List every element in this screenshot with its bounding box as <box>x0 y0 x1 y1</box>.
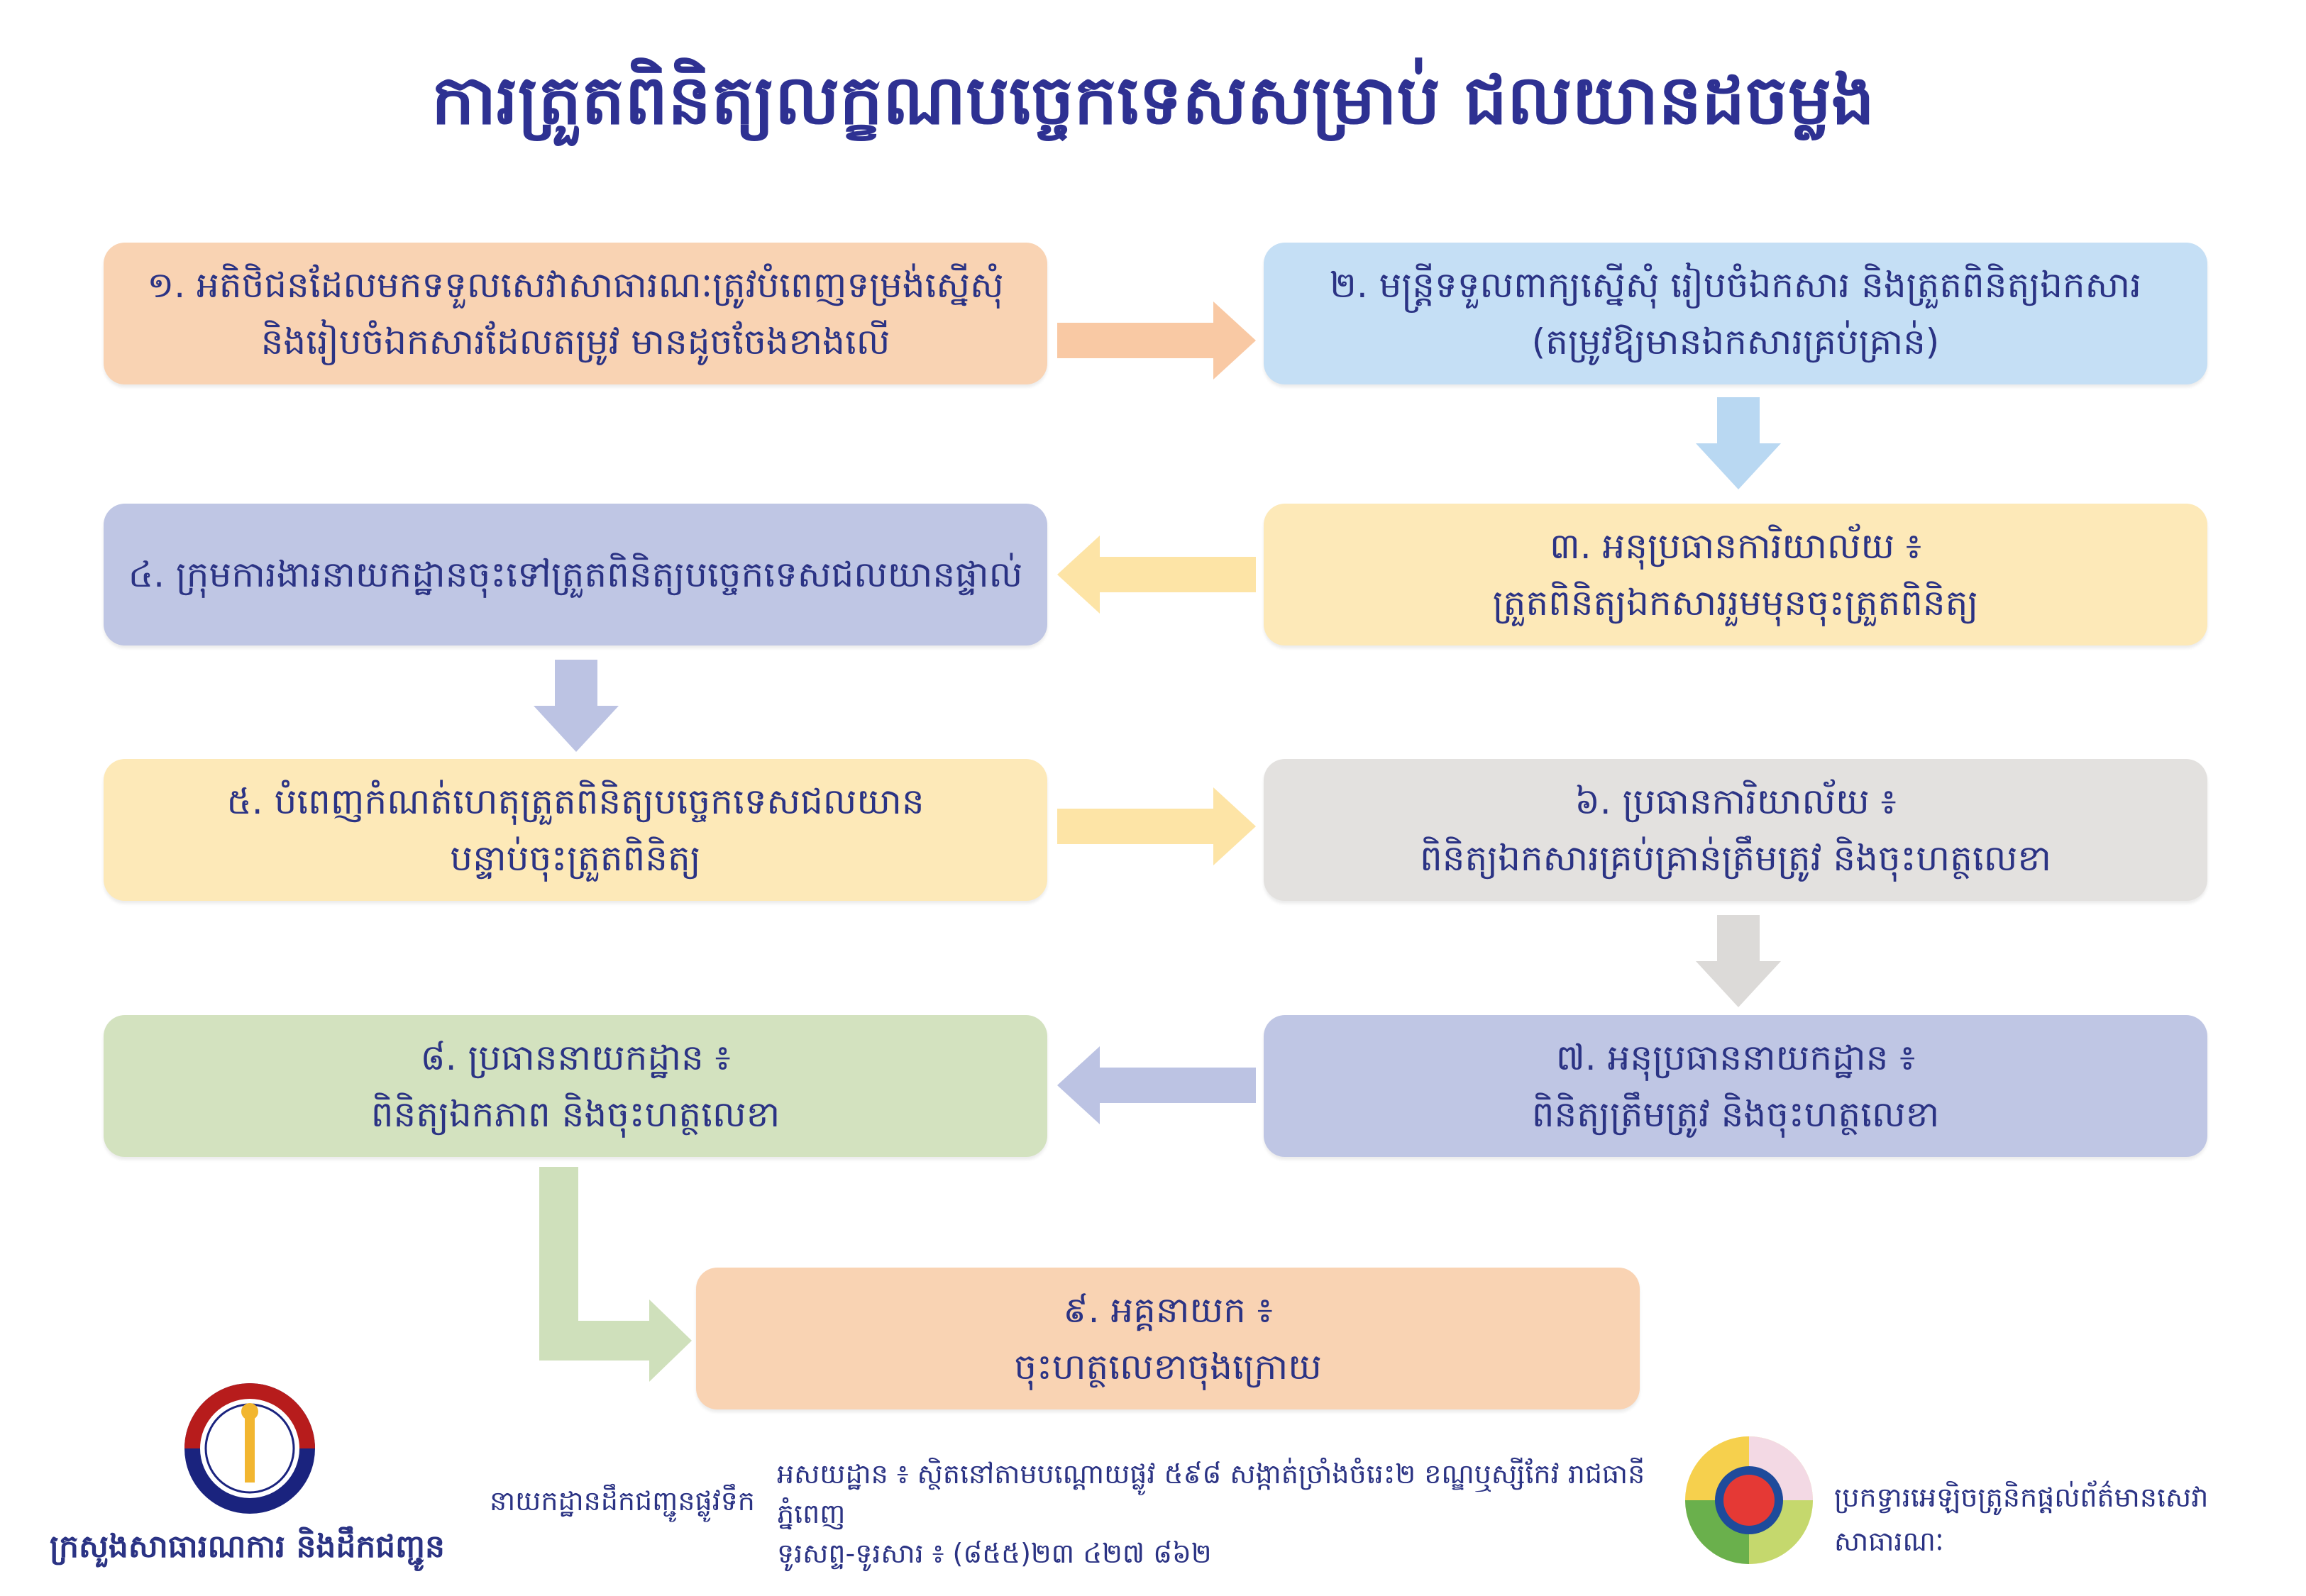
step-8-box: ៨. ប្រធាននាយកដ្ឋាន ៖ ពិនិត្យឯកភាព និងចុះ… <box>104 1015 1047 1157</box>
step-5-line2: បន្ទាប់ចុះត្រួតពិនិត្យ <box>450 838 701 879</box>
step-7-box: ៧. អនុប្រធាននាយកដ្ឋាន ៖ ពិនិត្យត្រឹមត្រូ… <box>1264 1015 2207 1157</box>
page-title: ការត្រួតពិនិត្យលក្ខណបច្ចេកទេសសម្រាប់ ជលយ… <box>431 60 1875 140</box>
portal-logo <box>1685 1436 1813 1564</box>
step-9-line2: ចុះហត្ថលេខាចុងក្រោយ <box>1014 1346 1322 1387</box>
arrow-right-1-2 <box>1057 301 1256 379</box>
step-3-line1: ៣. អនុប្រធានការិយាល័យ ៖ <box>1550 526 1921 567</box>
step-6-box: ៦. ប្រធានការិយាល័យ ៖ ពិនិត្យឯកសារគ្រប់គ្… <box>1264 759 2207 901</box>
phone-text: ទូរសព្ទ-ទូរសារ ៖ (៨៥៥)២៣ ៤២៧ ៨៦២ <box>777 1538 1212 1569</box>
arrow-elbow-8-9 <box>539 1167 692 1382</box>
step-5-box: ៥. បំពេញកំណត់ហេតុត្រួតពិនិត្យបច្ចេកទេសជល… <box>104 759 1047 901</box>
step-4-line1: ៤. ក្រុមការងារនាយកដ្ឋានចុះទៅត្រួតពិនិត្យ… <box>128 554 1023 595</box>
step-7-line2: ពិនិត្យត្រឹមត្រូវ និងចុះហត្ថលេខា <box>1531 1094 1940 1135</box>
step-8-line2: ពិនិត្យឯកភាព និងចុះហត្ថលេខា <box>370 1094 780 1135</box>
step-1-line2: និងរៀបចំឯកសារដែលតម្រូវ មានដូចចែងខាងលើ <box>260 321 890 362</box>
step-2-box: ២. មន្ត្រីទទួលពាក្យស្នើសុំ រៀបចំឯកសារ និ… <box>1264 243 2207 384</box>
step-8-line1: ៨. ប្រធាននាយកដ្ឋាន ៖ <box>420 1037 731 1078</box>
ministry-name: ក្រសួងសាធារណការ និងដឹកជញ្ជូន <box>50 1529 445 1565</box>
step-5-line1: ៥. បំពេញកំណត់ហេតុត្រួតពិនិត្យបច្ចេកទេសជល… <box>226 781 925 822</box>
step-9-line1: ៩. អគ្គនាយក ៖ <box>1063 1290 1273 1331</box>
ministry-logo <box>184 1383 315 1514</box>
step-1-line1: ១. អតិថិជនដែលមកទទួលសេវាសាធារណៈត្រូវបំពេញ… <box>147 265 1004 306</box>
arrow-down-4-5 <box>534 660 619 752</box>
step-4-box: ៤. ក្រុមការងារនាយកដ្ឋានចុះទៅត្រួតពិនិត្យ… <box>104 504 1047 645</box>
arrow-left-7-8 <box>1057 1046 1256 1124</box>
step-3-box: ៣. អនុប្រធានការិយាល័យ ៖ ត្រួតពិនិត្យឯកសា… <box>1264 504 2207 645</box>
arrow-right-5-6 <box>1057 787 1256 865</box>
step-7-line1: ៧. អនុប្រធាននាយកដ្ឋាន ៖ <box>1555 1037 1916 1078</box>
portal-text: ប្រកទ្វារអេឡិចត្រូនិកផ្ដល់ព័ត៌មានសេវាសាធ… <box>1834 1482 2209 1557</box>
department-name: នាយកដ្ឋានដឹកជញ្ជូនផ្លូវទឹក <box>490 1485 755 1517</box>
arrow-down-6-7 <box>1696 915 1781 1007</box>
address-text: អសយដ្ឋាន ៖ ស្ថិតនៅតាមបណ្តោយផ្លូវ ៥៩៨ សង្… <box>777 1458 1645 1529</box>
step-3-line2: ត្រួតពិនិត្យឯកសាររួមមុនចុះត្រួតពិនិត្យ <box>1492 582 1979 624</box>
step-2-line1: ២. មន្ត្រីទទួលពាក្យស្នើសុំ រៀបចំឯកសារ និ… <box>1330 265 2141 306</box>
step-1-box: ១. អតិថិជនដែលមកទទួលសេវាសាធារណៈត្រូវបំពេញ… <box>104 243 1047 384</box>
contact-block: អសយដ្ឋាន ៖ ស្ថិតនៅតាមបណ្តោយផ្លូវ ៥៩៨ សង្… <box>777 1454 1657 1573</box>
arrow-left-3-4 <box>1057 536 1256 614</box>
step-6-line2: ពិនិត្យឯកសារគ្រប់គ្រាន់ត្រឹមត្រូវ និងចុះ… <box>1420 838 2051 879</box>
step-9-box: ៩. អគ្គនាយក ៖ ចុះហត្ថលេខាចុងក្រោយ <box>696 1268 1640 1409</box>
step-2-line2: (តម្រូវឱ្យមានឯកសារគ្រប់គ្រាន់) <box>1531 321 1940 362</box>
step-6-line1: ៦. ប្រធានការិយាល័យ ៖ <box>1574 781 1897 822</box>
arrow-down-2-3 <box>1696 397 1781 489</box>
